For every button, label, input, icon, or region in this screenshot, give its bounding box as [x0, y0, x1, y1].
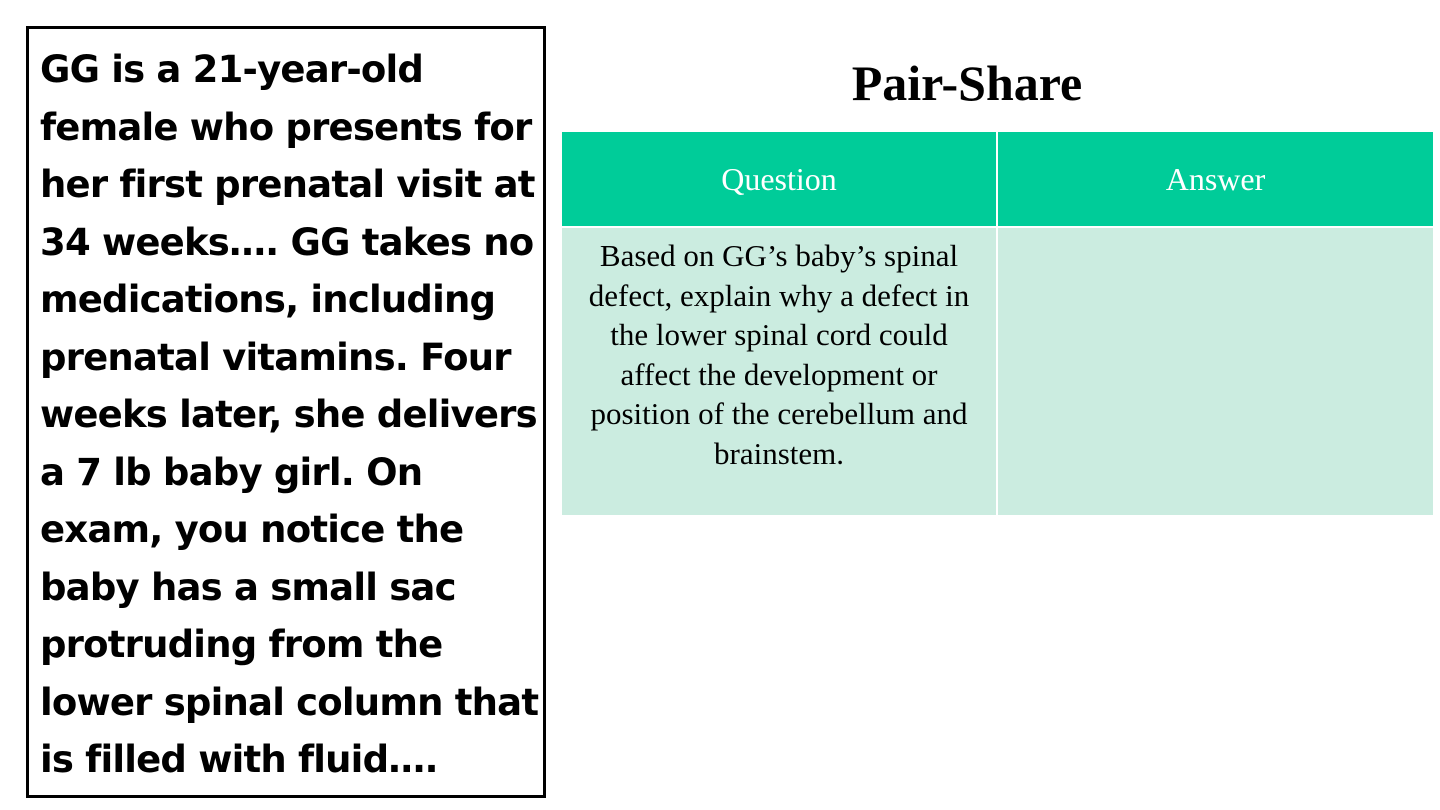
table-row: Based on GG’s baby’s spinal defect, expl…	[562, 227, 1433, 515]
case-study-text: GG is a 21-year-old female who presents …	[40, 48, 539, 781]
pair-share-table: Question Answer Based on GG’s baby’s spi…	[562, 132, 1433, 515]
column-header-answer: Answer	[997, 132, 1433, 228]
question-cell: Based on GG’s baby’s spinal defect, expl…	[562, 227, 998, 515]
table-header-row: Question Answer	[562, 132, 1433, 228]
case-study-box: GG is a 21-year-old female who presents …	[26, 26, 546, 798]
answer-cell	[997, 227, 1433, 515]
slide-title: Pair-Share	[851, 55, 1083, 111]
column-header-question: Question	[562, 132, 998, 228]
